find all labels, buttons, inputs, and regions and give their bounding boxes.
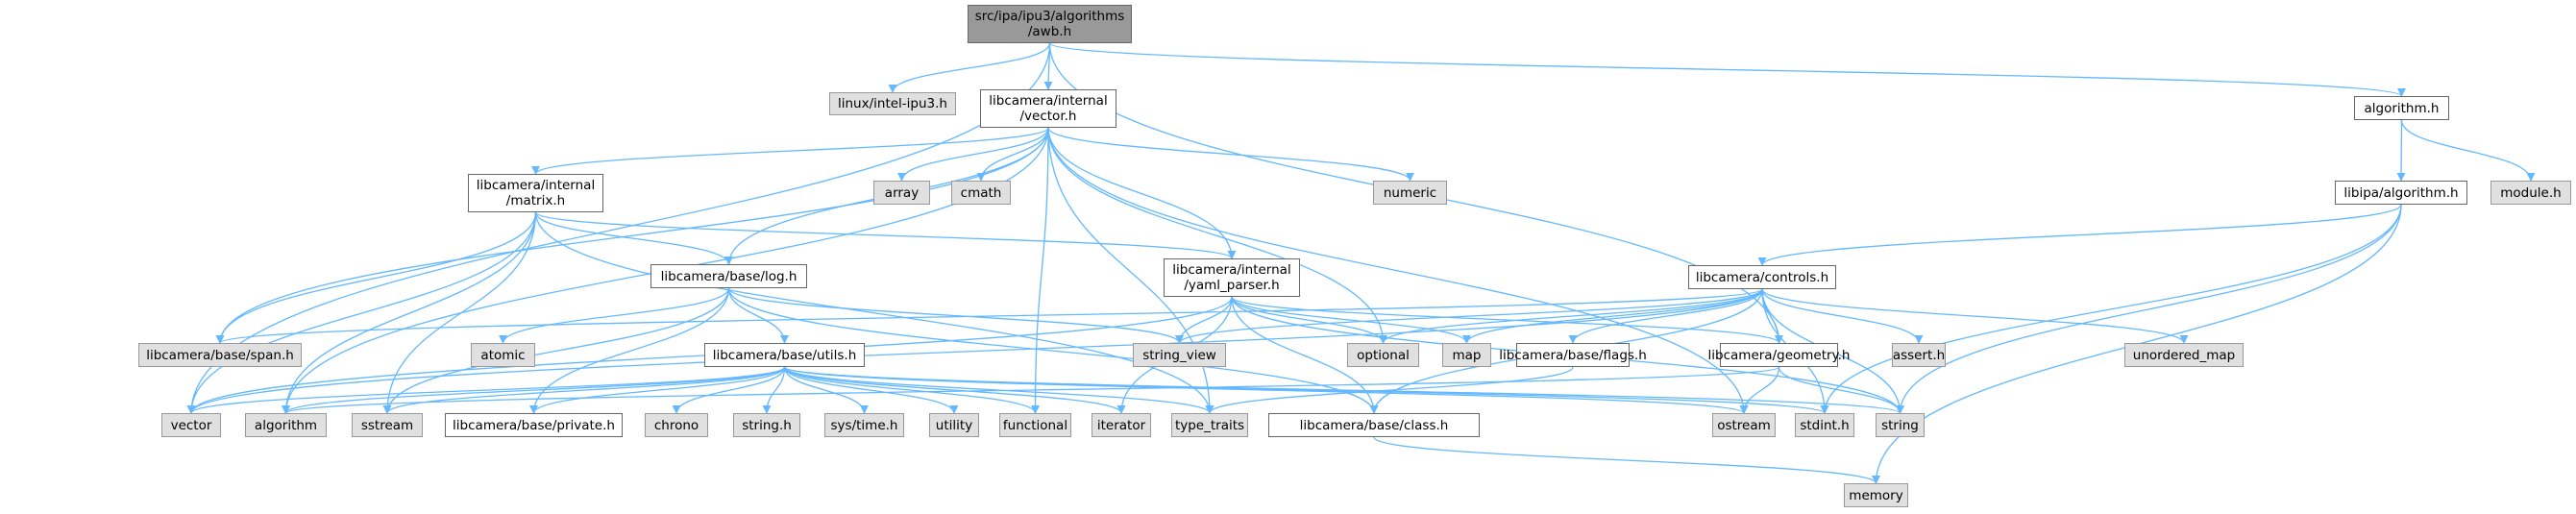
edge-vector-h-to-ostream (1047, 127, 1749, 414)
edge-utils-h-to-type-traits (783, 366, 1214, 414)
node-functional: functional (999, 413, 1071, 437)
node-utility: utility (929, 413, 979, 437)
node-vector: vector (161, 413, 221, 437)
edge-vector-h-to-matrix-h (531, 127, 1049, 175)
edge-utils-h-to-utility (783, 366, 959, 414)
edge-controls-h-to-assert-h (1761, 288, 1924, 344)
edge-flags-h-to-type-traits (1205, 366, 1574, 414)
node-string-view: string_view (1133, 343, 1226, 367)
node-assert-h: assert.h (1892, 343, 1946, 367)
edge-vector-h-to-numeric (1047, 127, 1414, 182)
node-cmath: cmath (951, 181, 1011, 205)
edge-controls-h-to-span-h (215, 288, 1763, 344)
node-vector-h[interactable]: libcamera/internal /vector.h (980, 89, 1116, 128)
edge-matrix-h-to-algorithm (282, 211, 537, 414)
edge-controls-h-to-optional (1379, 288, 1763, 344)
edge-algorithm-h-to-libipa-algorithm (2396, 119, 2406, 182)
edge-algorithm-h-to-module-h (2400, 119, 2536, 182)
node-stdint-h: stdint.h (1795, 413, 1854, 437)
edge-controls-h-to-string-view (1175, 288, 1763, 344)
edge-matrix-h-to-span-h (215, 211, 537, 344)
edge-utils-h-to-chrono (672, 366, 786, 414)
edge-awb-to-algorithm-h (1048, 42, 2406, 97)
edge-utils-h-to-sstream (382, 366, 786, 414)
node-array: array (873, 181, 930, 205)
node-type-traits: type_traits (1171, 413, 1248, 437)
node-ostream: ostream (1712, 413, 1776, 437)
edge-libipa-algorithm-to-stdint-h (1820, 204, 2402, 414)
edge-utils-h-to-stdint-h (783, 366, 1829, 414)
edge-log-h-to-string-view (727, 287, 1184, 344)
node-intel-ipu3: linux/intel-ipu3.h (829, 92, 956, 115)
edge-matrix-h-to-type-traits (534, 211, 1214, 414)
node-libipa-algorithm[interactable]: libipa/algorithm.h (2335, 181, 2467, 205)
node-memory: memory (1844, 483, 1908, 507)
edge-utils-h-to-iterator (783, 366, 1126, 414)
node-flags-h[interactable]: libcamera/base/flags.h (1499, 343, 1647, 367)
edge-yaml-parser-to-geometry-h (1231, 296, 1783, 344)
edge-yaml-parser-to-class-h (1231, 296, 1379, 414)
node-sys-time: sys/time.h (824, 413, 904, 437)
edge-matrix-h-to-vector (186, 211, 537, 414)
node-module-h: module.h (2490, 181, 2571, 205)
edge-utils-h-to-vector (186, 366, 786, 414)
node-geometry-h[interactable]: libcamera/geometry.h (1708, 343, 1850, 367)
node-class-h[interactable]: libcamera/base/class.h (1268, 413, 1480, 437)
edge-vector-h-to-span-h (215, 127, 1049, 344)
node-matrix-h[interactable]: libcamera/internal /matrix.h (468, 174, 603, 212)
node-chrono: chrono (645, 413, 708, 437)
node-yaml-parser[interactable]: libcamera/internal /yaml_parser.h (1164, 258, 1300, 297)
edge-utils-h-to-functional (783, 366, 1040, 414)
node-atomic: atomic (471, 343, 535, 367)
node-string-h: string.h (733, 413, 800, 437)
edge-vector-h-to-array (897, 127, 1049, 182)
edge-yaml-parser-to-string-view (1175, 296, 1233, 344)
edge-utils-h-to-private-h (529, 366, 786, 414)
edge-controls-h-to-flags-h (1568, 288, 1763, 344)
edge-matrix-h-to-log-h (534, 211, 733, 265)
edge-vector-h-to-yaml-parser (1047, 127, 1237, 259)
edge-log-h-to-utils-h (727, 287, 789, 344)
edge-controls-h-to-vector (186, 288, 1763, 414)
node-span-h: libcamera/base/span.h (138, 343, 302, 367)
edge-controls-h-to-unordered-map (1761, 288, 2189, 344)
edge-vector-h-to-optional (1047, 127, 1387, 344)
node-algorithm: algorithm (245, 413, 327, 437)
node-iterator: iterator (1092, 413, 1151, 437)
edge-log-h-to-atomic (499, 287, 730, 344)
edge-utils-h-to-string (783, 366, 1904, 414)
node-algorithm-h[interactable]: algorithm.h (2354, 96, 2449, 120)
node-sstream: sstream (352, 413, 423, 437)
node-string: string (1876, 413, 1925, 437)
edge-yaml-parser-to-optional (1231, 296, 1387, 344)
edge-utils-h-to-algorithm (282, 366, 786, 414)
edge-utils-h-to-sys-time (783, 366, 869, 414)
edge-libipa-algorithm-to-controls-h (1757, 204, 2402, 266)
edge-geometry-h-to-string (1778, 366, 1904, 414)
node-awb[interactable]: src/ipa/ipu3/algorithms /awb.h (968, 5, 1132, 43)
edge-matrix-h-to-yaml-parser (534, 211, 1237, 259)
edge-matrix-h-to-sstream (382, 211, 537, 414)
node-controls-h[interactable]: libcamera/controls.h (1688, 265, 1836, 289)
edge-geometry-h-to-algorithm (282, 366, 1780, 414)
edge-controls-h-to-map (1462, 288, 1763, 344)
node-private-h[interactable]: libcamera/base/private.h (445, 413, 623, 437)
node-utils-h[interactable]: libcamera/base/utils.h (704, 343, 865, 367)
edge-utils-h-to-ostream (783, 366, 1749, 414)
edge-log-h-to-private-h (529, 287, 730, 414)
edge-class-h-to-memory (1373, 436, 1880, 484)
edge-vector-h-to-functional (1031, 127, 1049, 414)
edge-log-h-to-sstream (382, 287, 730, 414)
edge-awb-to-intel-ipu3 (888, 42, 1051, 93)
edge-libipa-algorithm-to-string (1896, 204, 2402, 414)
node-unordered-map: unordered_map (2124, 343, 2244, 367)
node-numeric: numeric (1373, 181, 1447, 205)
node-optional: optional (1347, 343, 1419, 367)
edge-utils-h-to-string-h (762, 366, 786, 414)
node-map: map (1442, 343, 1491, 367)
edge-yaml-parser-to-map (1231, 296, 1471, 344)
node-log-h[interactable]: libcamera/base/log.h (650, 264, 807, 288)
